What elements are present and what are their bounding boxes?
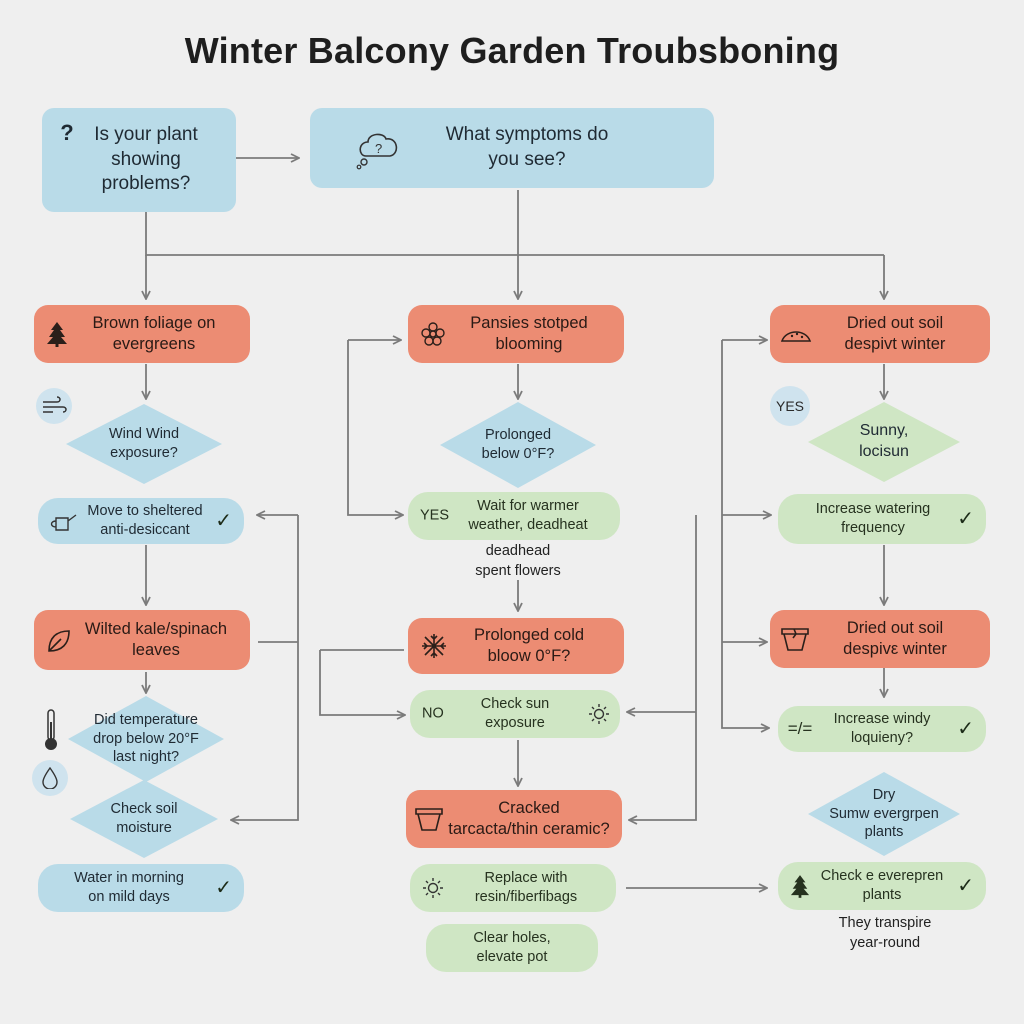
broken-pot-icon (780, 626, 810, 652)
check-sun-node: NO Check sun exposure (410, 690, 620, 738)
yes-label: YES (770, 386, 810, 426)
thought-bubble-icon: ? (356, 130, 402, 170)
water-drop-icon (32, 760, 68, 796)
watering-can-icon (48, 510, 78, 532)
cracked-pot-node: Cracked tarcacta/thin ceramic? (406, 790, 622, 848)
pine-tree-icon (46, 321, 68, 347)
start-node: ? Is your plant showing problems? (42, 108, 236, 212)
increase-watering-node: Increase watering frequency ✓ (778, 494, 986, 544)
move-sheltered-node: Move to sheltered anti-desiccant ✓ (38, 498, 244, 544)
soil-moisture-decision: Check soil moisture (68, 778, 220, 860)
thermometer-icon (40, 708, 62, 752)
sun-icon (422, 877, 444, 899)
wait-warmer-node: YES Wait for warmer weather, deadheat (408, 492, 620, 540)
clear-holes-node: Clear holes, elevate pot (426, 924, 598, 972)
temperature-drop-decision: Did temperature drop below 20°F last nig… (66, 694, 226, 784)
dried-soil-node-1: Dried out soil despivt winter (770, 305, 990, 363)
increase-windy-node: =/= Increase windy loquieny? ✓ (778, 706, 986, 752)
wind-ratio-icon: =/= (787, 718, 813, 738)
pine-tree-icon (790, 874, 810, 898)
svg-text:?: ? (375, 141, 382, 156)
page-title: Winter Balcony Garden Troubsboning (184, 30, 840, 71)
pansies-node: Pansies stotped blooming (408, 305, 624, 363)
prolonged-cold-node: Prolonged cold bloow 0°F? (408, 618, 624, 674)
replace-pot-node: Replace with resin/fiberfibags (410, 864, 616, 912)
transpire-note: They transpire year-round (838, 915, 932, 951)
soil-mound-icon (780, 323, 812, 345)
snowflake-icon (420, 632, 448, 660)
checkmark-icon: ✓ (957, 508, 974, 530)
prolonged-below-zero-decision: Prolonged below 0°F? (438, 400, 598, 490)
question-mark-icon: ? (60, 119, 74, 145)
water-morning-node: Water in morning on mild days ✓ (38, 864, 244, 912)
sun-icon (588, 703, 610, 725)
wilted-leaves-node: Wilted kale/spinach leaves (34, 610, 250, 670)
wind-exposure-decision: Wind Wind exposure? (64, 402, 224, 486)
yes-label: YES (420, 507, 450, 524)
flower-icon (420, 321, 446, 347)
dried-soil-node-2: Dried out soil despivε winter (770, 610, 990, 668)
checkmark-icon: ✓ (957, 875, 974, 897)
checkmark-icon: ✓ (215, 877, 232, 899)
no-label: NO (422, 705, 444, 722)
checkmark-icon: ✓ (957, 718, 974, 740)
symptoms-node: ? What symptoms do you see? (310, 108, 714, 188)
dry-evergreen-decision: Dry Sumw evergrpen plants (806, 770, 962, 858)
checkmark-icon: ✓ (215, 510, 232, 532)
brown-foliage-node: Brown foliage on evergreens (34, 305, 250, 363)
flower-pot-icon (414, 806, 444, 832)
wind-icon (36, 388, 72, 424)
leaf-icon (46, 628, 72, 654)
check-evergreen-node: Check e everepren plants ✓ (778, 862, 986, 910)
sunny-location-decision: Sunny, locisun (806, 400, 962, 484)
deadhead-note: deadhead spent flowers (475, 543, 561, 579)
